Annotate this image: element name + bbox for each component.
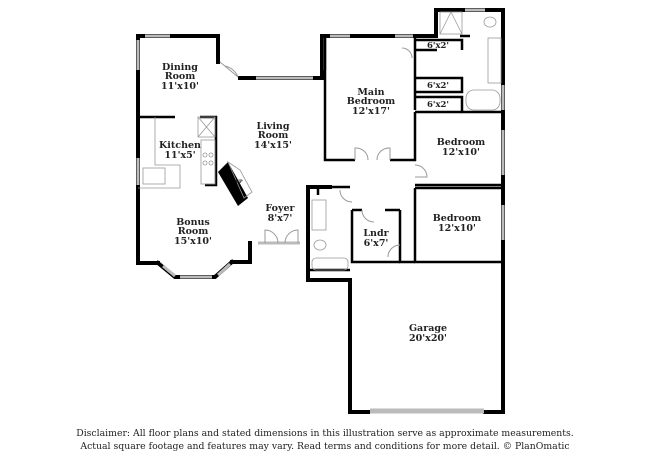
main-bedroom-name: Main bbox=[357, 87, 384, 98]
closet-1-dim: 6'x2' bbox=[427, 41, 449, 51]
main-bedroom-dim: 12'x17' bbox=[352, 106, 390, 117]
room-labels: Dining Room 11'x10' Living Room 14'x15' … bbox=[159, 41, 485, 344]
foyer-dim: 8'x7' bbox=[268, 213, 293, 224]
stove bbox=[200, 139, 216, 185]
disclaimer-line-1: Disclaimer: All floor plans and stated d… bbox=[76, 428, 574, 439]
garage-name: Garage bbox=[409, 323, 447, 334]
closet-3-dim: 6'x2' bbox=[427, 100, 449, 110]
shower-icon bbox=[439, 11, 463, 35]
fixtures bbox=[138, 11, 502, 271]
vanity-icon bbox=[311, 199, 327, 231]
laundry-dim: 6'x7' bbox=[364, 238, 389, 249]
bedroom-1-name: Bedroom bbox=[437, 137, 485, 148]
dining-room-name2: Room bbox=[165, 71, 196, 82]
bonus-room-dim: 15'x10' bbox=[174, 236, 212, 247]
living-room-name: Living bbox=[257, 121, 290, 132]
dining-room-name: Dining bbox=[162, 62, 198, 73]
living-room-name2: Room bbox=[258, 130, 289, 141]
bathtub-icon bbox=[465, 89, 501, 111]
main-bedroom-name2: Bedroom bbox=[347, 96, 395, 107]
refrigerator bbox=[197, 116, 216, 138]
doors bbox=[219, 47, 428, 258]
bedroom-2-dim: 12'x10' bbox=[438, 223, 476, 234]
bedroom-2-name: Bedroom bbox=[433, 213, 481, 224]
foyer-name: Foyer bbox=[265, 203, 295, 214]
bathtub-icon bbox=[311, 257, 349, 271]
closet-2-dim: 6'x2' bbox=[427, 81, 449, 91]
kitchen-counter bbox=[138, 117, 181, 189]
fireplace: FP bbox=[218, 160, 253, 206]
toilet-icon bbox=[313, 239, 327, 251]
kitchen-name: Kitchen bbox=[159, 140, 201, 151]
living-room-dim: 14'x15' bbox=[254, 140, 292, 151]
sink-icon bbox=[142, 167, 166, 185]
disclaimer-line-2: Actual square footage and features may v… bbox=[80, 441, 570, 452]
bonus-room-name: Bonus bbox=[176, 217, 210, 228]
dining-room-dim: 11'x10' bbox=[161, 81, 199, 92]
fireplace-label: FP bbox=[235, 179, 243, 185]
bedroom-1-dim: 12'x10' bbox=[442, 147, 480, 158]
laundry-name: Lndr bbox=[363, 228, 389, 239]
kitchen-dim: 11'x5' bbox=[164, 150, 195, 161]
vanity-icon bbox=[487, 37, 502, 84]
toilet-icon bbox=[483, 16, 497, 28]
garage-dim: 20'x20' bbox=[409, 333, 447, 344]
bonus-room-name2: Room bbox=[178, 226, 209, 237]
